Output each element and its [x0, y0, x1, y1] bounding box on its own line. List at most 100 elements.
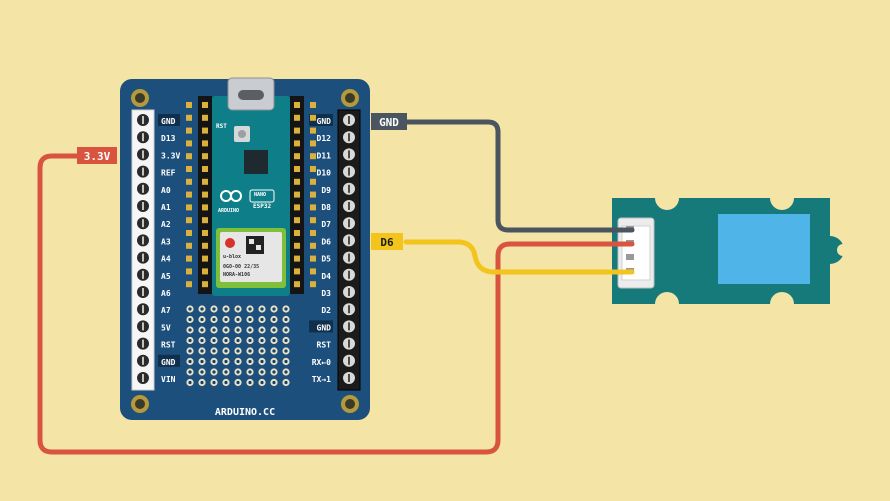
left-pin-label: A0 — [161, 186, 171, 195]
right-pin-label: D11 — [317, 151, 332, 160]
wires — [37, 119, 643, 455]
left-terminal-screw — [137, 337, 149, 350]
left-pin-label: A6 — [161, 289, 171, 298]
header-pin — [294, 242, 300, 249]
header-pin — [310, 242, 316, 249]
grove-sensor-module — [612, 195, 849, 307]
nano-brand: ARDUINO — [218, 208, 239, 214]
right-terminal-screw — [343, 337, 355, 350]
header-pin — [310, 140, 316, 147]
right-pin-label: D10 — [317, 169, 332, 178]
left-terminal-screw — [137, 114, 149, 126]
header-pin — [310, 255, 316, 262]
left-terminal-screw — [137, 320, 149, 333]
nano-variant: ESP32 — [253, 203, 271, 210]
header-pin — [294, 217, 300, 224]
left-pin-label: VIN — [161, 375, 176, 384]
header-pin — [186, 153, 192, 160]
nano-headers — [186, 96, 316, 294]
right-terminal-screw — [343, 251, 355, 264]
header-pin — [294, 204, 300, 211]
left-terminal-screw — [137, 148, 149, 161]
sensor-window — [718, 214, 810, 284]
ublox-logo-icon — [225, 238, 235, 248]
label-gnd: GND — [371, 113, 407, 130]
header-pin — [294, 178, 300, 185]
module-line2: NORA-W106 — [223, 272, 250, 278]
ublox-module: u-blox 0G0-00 22/35 NORA-W106 — [216, 228, 286, 288]
header-pin — [186, 140, 192, 147]
header-pin — [294, 102, 300, 108]
left-pin-label: 3.3V — [161, 151, 180, 160]
chip — [244, 150, 268, 174]
right-pin-label: GND — [317, 323, 332, 332]
right-terminal-screw — [343, 234, 355, 247]
left-terminal-screw — [137, 303, 149, 316]
module-line1: 0G0-00 22/35 — [223, 264, 259, 270]
left-pin-label: A7 — [161, 306, 171, 315]
left-terminal-screw — [137, 251, 149, 264]
left-terminal-screw — [137, 217, 149, 230]
right-terminal-screw — [343, 148, 355, 161]
header-pin — [294, 127, 300, 134]
header-pin — [202, 230, 208, 236]
header-pin — [202, 281, 208, 288]
header-pin — [186, 281, 192, 288]
wire-gnd — [403, 119, 643, 233]
header-pin — [202, 140, 208, 147]
left-terminal-block — [131, 109, 155, 391]
header-pin — [202, 204, 208, 211]
right-terminal-screw — [343, 200, 355, 212]
nano-esp32-board: RST ARDUINO NANO ESP32 u-blox 0G0-00 22/… — [212, 77, 290, 296]
left-pin-label: REF — [161, 169, 176, 178]
header-pin — [186, 178, 192, 185]
header-pin — [186, 230, 192, 236]
header-pin — [202, 255, 208, 262]
left-terminal-screw — [137, 165, 149, 178]
left-terminal-screw — [137, 372, 149, 384]
header-pin — [310, 166, 316, 172]
header-pin — [202, 178, 208, 185]
header-pin — [310, 281, 316, 288]
left-terminal-screw — [137, 200, 149, 212]
left-pin-label: A4 — [161, 255, 171, 264]
header-pin — [294, 114, 300, 121]
left-pin-label: A2 — [161, 220, 171, 229]
left-terminal-screw — [137, 234, 149, 247]
header-pin — [186, 268, 192, 275]
qr-code — [246, 236, 264, 254]
header-pin — [186, 255, 192, 262]
right-pin-label: D8 — [321, 203, 331, 212]
left-terminal-screw — [137, 286, 149, 298]
label-d6: D6 — [371, 233, 403, 250]
header-pin — [294, 230, 300, 236]
header-pin — [294, 166, 300, 172]
wire-tips — [603, 227, 635, 275]
gnd-badge — [309, 320, 333, 333]
right-pin-label: RX←0 — [312, 358, 331, 367]
header-pin — [202, 102, 208, 108]
rst-label: RST — [216, 123, 227, 130]
right-pin-label: D4 — [321, 272, 331, 281]
header-pin — [186, 127, 192, 134]
right-pin-label: GND — [317, 117, 332, 126]
header-pin — [310, 268, 316, 275]
header-pin — [294, 268, 300, 275]
header-pin — [310, 153, 316, 160]
header-pin — [202, 242, 208, 249]
header-pin — [294, 140, 300, 147]
header-pin — [202, 217, 208, 224]
right-terminal-screw — [343, 182, 355, 195]
header-pin — [310, 191, 316, 198]
header-pin — [294, 281, 300, 288]
right-terminal-screw — [343, 372, 355, 384]
header-pin — [202, 191, 208, 198]
left-pin-label: D13 — [161, 134, 176, 143]
header-pin — [186, 204, 192, 211]
header-pin — [310, 114, 316, 121]
header-pin — [310, 204, 316, 211]
header-pin — [310, 102, 316, 108]
right-terminal-block — [337, 109, 361, 391]
module-brand: u-blox — [223, 254, 241, 260]
right-pin-label: D2 — [321, 306, 331, 315]
